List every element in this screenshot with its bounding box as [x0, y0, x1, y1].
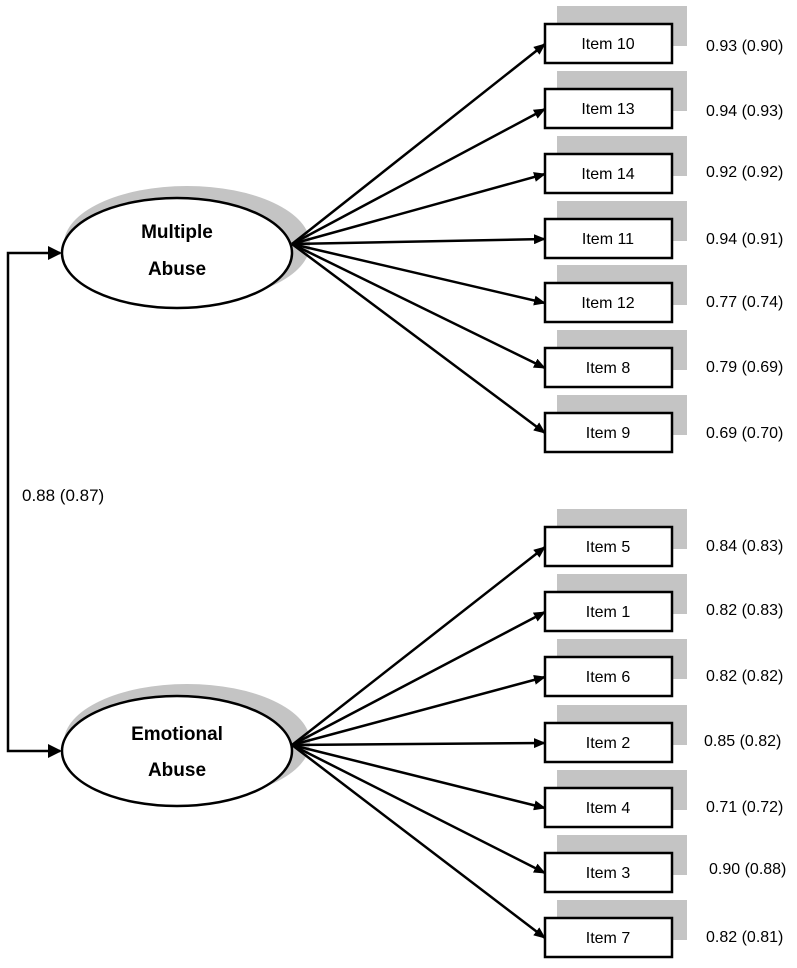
item-box-frame [543, 655, 674, 698]
item-loading: 0.82 (0.83) [706, 602, 783, 619]
item-box: Item 2 0.85 (0.82) [543, 705, 781, 764]
loading-path-item-11 [291, 234, 546, 246]
item-loading: 0.82 (0.81) [706, 929, 783, 946]
factor-label-line1: Multiple [141, 222, 213, 243]
item-label: Item 14 [581, 166, 634, 183]
item-label: Item 2 [586, 735, 631, 752]
item-box: Item 9 0.69 (0.70) [543, 395, 783, 454]
item-loading: 0.85 (0.82) [704, 733, 781, 750]
loading-path-item-2 [291, 738, 546, 749]
loading-path-item-10 [291, 43, 546, 245]
item-loading: 0.71 (0.72) [706, 799, 783, 816]
loading-path-item-8 [291, 242, 546, 370]
item-box-frame [543, 152, 674, 195]
item-label: Item 8 [586, 360, 631, 377]
item-label: Item 9 [586, 425, 631, 442]
loading-path-item-5 [291, 546, 546, 746]
item-box: Item 12 0.77 (0.74) [543, 265, 783, 324]
item-label: Item 11 [582, 231, 634, 248]
item-label: Item 10 [581, 36, 634, 53]
item-box: Item 4 0.71 (0.72) [543, 770, 783, 829]
item-loading: 0.69 (0.70) [706, 425, 783, 442]
factor-multiple-abuse: Multiple Abuse [60, 186, 310, 310]
item-loading: 0.92 (0.92) [706, 164, 783, 181]
item-box-frame [543, 590, 674, 633]
item-loading: 0.79 (0.69) [706, 359, 783, 376]
item-box: Item 8 0.79 (0.69) [543, 330, 783, 389]
item-label: Item 1 [586, 604, 631, 621]
factor-1-paths [291, 43, 546, 435]
item-loading: 0.82 (0.82) [706, 668, 783, 685]
factor-ellipse [60, 196, 294, 310]
factor-1-items: Item 10 0.93 (0.90) Item 13 0.94 (0.93) … [543, 6, 783, 454]
item-label: Item 12 [581, 295, 634, 312]
item-loading: 0.94 (0.91) [706, 231, 783, 248]
item-loading: 0.77 (0.74) [706, 294, 783, 311]
factor-correlation-label: 0.88 (0.87) [22, 486, 104, 505]
item-box-frame [543, 721, 674, 764]
item-box: Item 6 0.82 (0.82) [543, 639, 783, 698]
factor-2-items: Item 5 0.84 (0.83) Item 1 0.82 (0.83) It… [543, 509, 786, 959]
item-label: Item 4 [586, 800, 631, 817]
loading-path-item-7 [291, 744, 546, 939]
item-loading: 0.84 (0.83) [706, 538, 783, 555]
item-box: Item 13 0.94 (0.93) [543, 71, 783, 130]
item-box: Item 11 0.94 (0.91) [543, 201, 783, 260]
loading-path-item-4 [291, 743, 546, 811]
loading-path-item-3 [291, 743, 546, 875]
loading-path-item-6 [291, 675, 546, 747]
item-box: Item 1 0.82 (0.83) [543, 574, 783, 633]
item-label: Item 6 [586, 669, 631, 686]
loading-path-item-13 [291, 107, 546, 246]
item-box-frame [543, 281, 674, 324]
item-box: Item 10 0.93 (0.90) [543, 6, 783, 65]
loading-path-item-9 [291, 242, 546, 435]
item-box-frame [543, 217, 674, 260]
item-box-frame [543, 346, 674, 389]
correlation-arrowhead-bottom [48, 744, 62, 758]
item-loading: 0.90 (0.88) [709, 861, 786, 878]
item-box: Item 7 0.82 (0.81) [543, 900, 783, 959]
item-label: Item 7 [586, 930, 631, 947]
loading-path-item-1 [291, 610, 546, 747]
factor-label-line1: Emotional [131, 724, 223, 745]
item-box-frame [543, 851, 674, 894]
item-label: Item 13 [581, 101, 634, 118]
loading-path-item-14 [291, 172, 546, 246]
factor-label-line2: Abuse [148, 259, 206, 280]
item-box: Item 14 0.92 (0.92) [543, 136, 783, 195]
item-box: Item 3 0.90 (0.88) [543, 835, 786, 894]
item-loading: 0.93 (0.90) [706, 38, 783, 55]
item-box-frame [543, 22, 674, 65]
factor-correlation-connector [6, 246, 62, 758]
item-box: Item 5 0.84 (0.83) [543, 509, 783, 568]
item-label: Item 3 [586, 865, 631, 882]
item-box-frame [543, 525, 674, 568]
factor-emotional-abuse: Emotional Abuse [60, 684, 310, 808]
item-box-frame [543, 87, 674, 130]
item-box-frame [543, 411, 674, 454]
factor-ellipse [60, 694, 294, 808]
item-box-frame [543, 786, 674, 829]
item-label: Item 5 [586, 539, 631, 556]
item-box-frame [543, 916, 674, 959]
factor-label-line2: Abuse [148, 760, 206, 781]
correlation-arrowhead-top [48, 246, 62, 260]
item-loading: 0.94 (0.93) [706, 103, 783, 120]
factor-2-paths [291, 546, 546, 939]
loading-path-item-12 [291, 242, 546, 306]
